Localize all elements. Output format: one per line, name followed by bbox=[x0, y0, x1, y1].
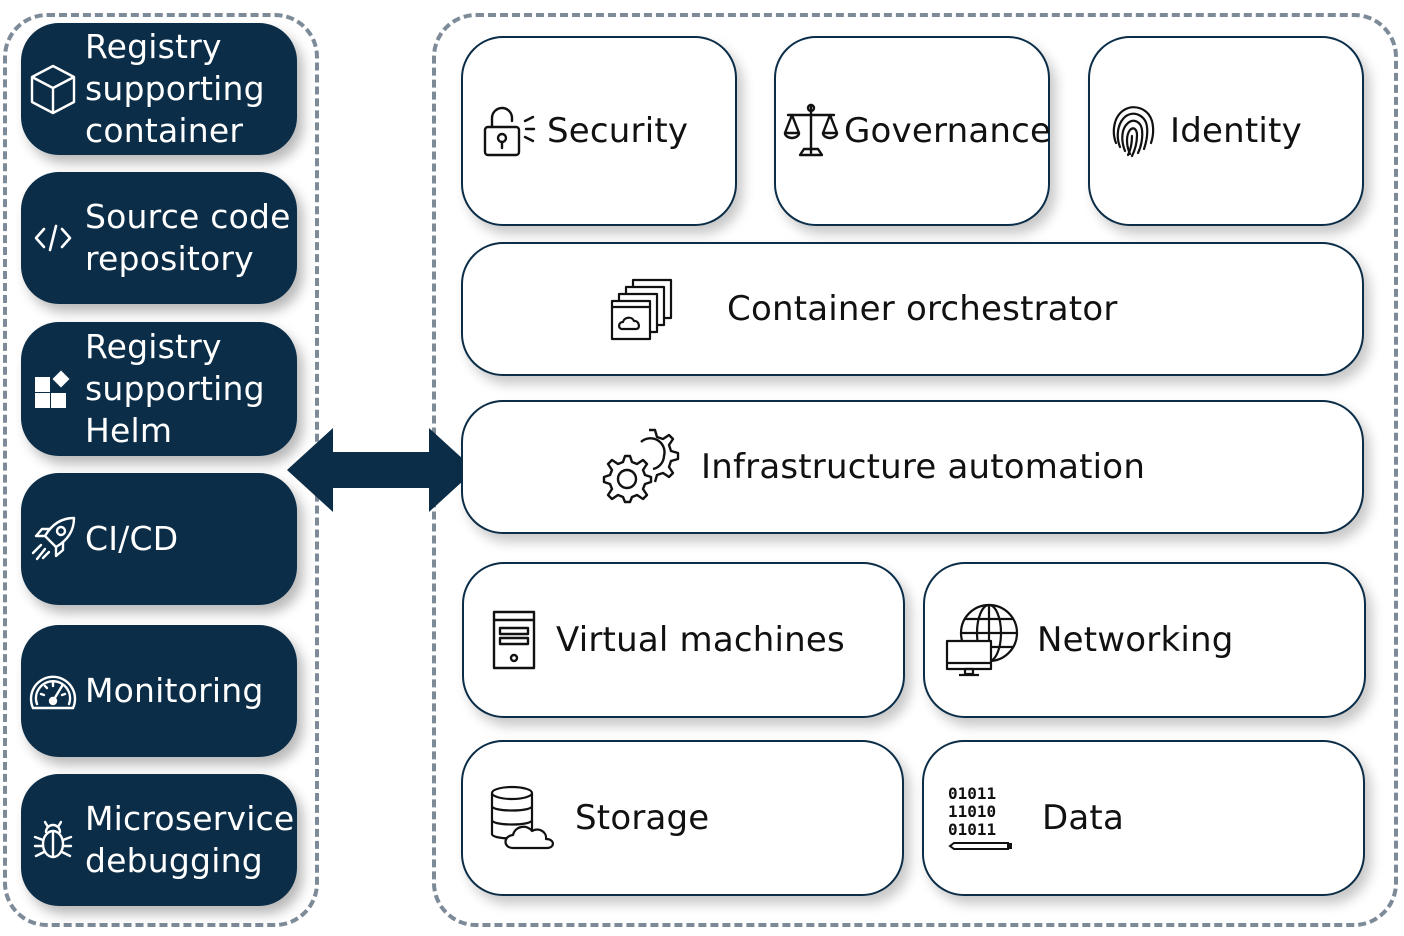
storage-label: Storage bbox=[575, 798, 710, 838]
binary-line: 11010 bbox=[948, 802, 997, 821]
tool-label: Monitoring bbox=[85, 671, 264, 710]
tool-label: Microservice debugging bbox=[85, 799, 295, 880]
speedometer-icon bbox=[21, 668, 85, 714]
card-infrastructure-automation: Infrastructure automation bbox=[461, 400, 1364, 534]
tool-ci-cd: CI/CD bbox=[21, 473, 297, 605]
fingerprint-icon bbox=[1108, 103, 1158, 159]
card-virtual-machines: Virtual machines bbox=[462, 562, 905, 718]
card-networking: Networking bbox=[923, 562, 1366, 718]
card-governance: Governance bbox=[774, 36, 1052, 226]
card-identity: Identity bbox=[1088, 36, 1364, 226]
double-arrow-icon bbox=[287, 428, 475, 512]
cube-icon bbox=[21, 62, 85, 116]
identity-label: Identity bbox=[1170, 111, 1302, 151]
tool-monitoring: Monitoring bbox=[21, 625, 297, 757]
tool-microservice-debugging: Microservice debugging bbox=[21, 774, 297, 906]
rocket-icon bbox=[21, 514, 85, 564]
card-data: 01011 11010 01011 Data bbox=[922, 740, 1365, 896]
networking-label: Networking bbox=[1037, 620, 1234, 660]
tool-label: Registry supporting Helm bbox=[85, 327, 265, 450]
container-orchestrator-label: Container orchestrator bbox=[727, 289, 1118, 329]
security-label: Security bbox=[547, 111, 689, 151]
tool-registry-container: Registry supporting container bbox=[21, 23, 297, 155]
blocks-icon bbox=[21, 369, 85, 409]
code-brackets-icon bbox=[21, 223, 85, 253]
scales-icon bbox=[782, 101, 840, 161]
binary-line: 01011 bbox=[948, 820, 997, 839]
infrastructure-automation-label: Infrastructure automation bbox=[701, 447, 1146, 487]
database-cloud-icon bbox=[489, 784, 559, 852]
binary-icon: 01011 11010 01011 bbox=[948, 785, 1014, 851]
card-security: Security bbox=[461, 36, 737, 226]
bug-icon bbox=[21, 818, 85, 862]
pencil-underline-icon bbox=[948, 842, 1012, 850]
card-container-orchestrator: Container orchestrator bbox=[461, 242, 1364, 376]
card-storage: Storage bbox=[461, 740, 904, 896]
tool-label: Registry supporting container bbox=[85, 27, 265, 150]
data-label: Data bbox=[1042, 798, 1124, 838]
server-tower-icon bbox=[490, 610, 538, 670]
virtual-machines-label: Virtual machines bbox=[556, 620, 845, 660]
stacked-windows-cloud-icon bbox=[609, 276, 675, 342]
tool-registry-helm: Registry supporting Helm bbox=[21, 322, 297, 456]
gears-icon bbox=[597, 426, 683, 508]
tool-source-code-repository: Source code repository bbox=[21, 172, 297, 304]
tool-label: Source code repository bbox=[85, 197, 291, 278]
governance-label: Governance bbox=[844, 111, 1052, 151]
binary-line: 01011 bbox=[948, 784, 997, 803]
tool-label: CI/CD bbox=[85, 519, 179, 558]
globe-monitor-icon bbox=[945, 603, 1021, 677]
padlock-icon bbox=[479, 103, 539, 159]
